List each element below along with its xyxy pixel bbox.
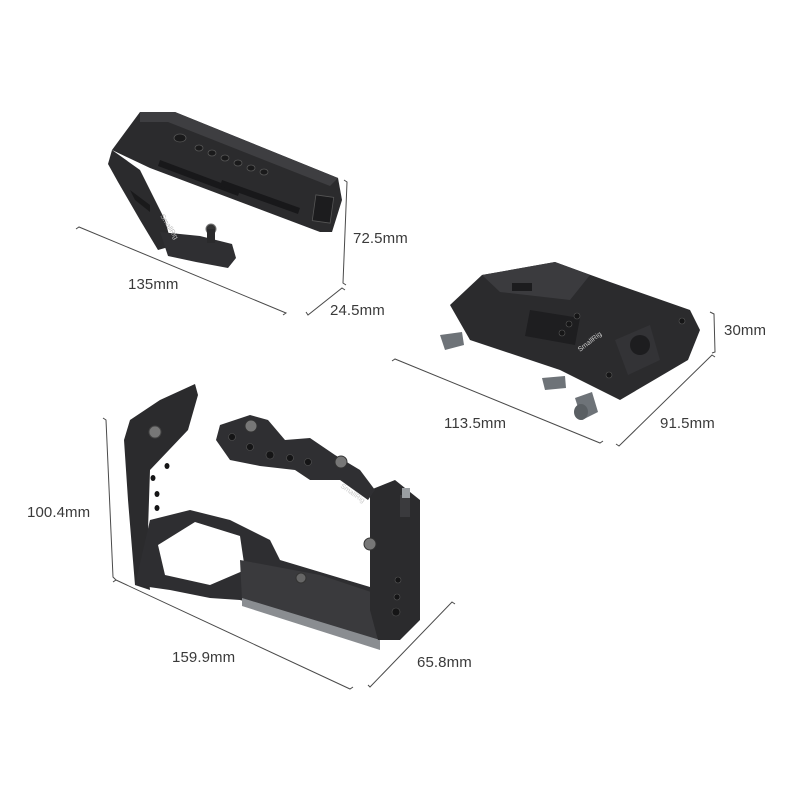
top-handle-length-label: 135mm	[128, 276, 179, 293]
dimension-lines	[75, 179, 716, 690]
top-handle-width-label: 24.5mm	[330, 302, 385, 319]
cage-height-label: 100.4mm	[27, 504, 91, 521]
camera-cage-illustration: SmallRig	[124, 384, 420, 650]
v-mount-length-label: 113.5mm	[444, 415, 507, 432]
cage-width-label: 65.8mm	[417, 654, 472, 671]
cage-length-label: 159.9mm	[172, 649, 236, 666]
top-handle-height-label: 72.5mm	[353, 230, 408, 247]
v-mount-plate-illustration: SmallRig	[440, 262, 700, 420]
v-mount-height-label: 30mm	[724, 322, 767, 339]
v-mount-width-label: 91.5mm	[660, 415, 715, 432]
top-handle-illustration: SmallRig	[108, 112, 342, 268]
